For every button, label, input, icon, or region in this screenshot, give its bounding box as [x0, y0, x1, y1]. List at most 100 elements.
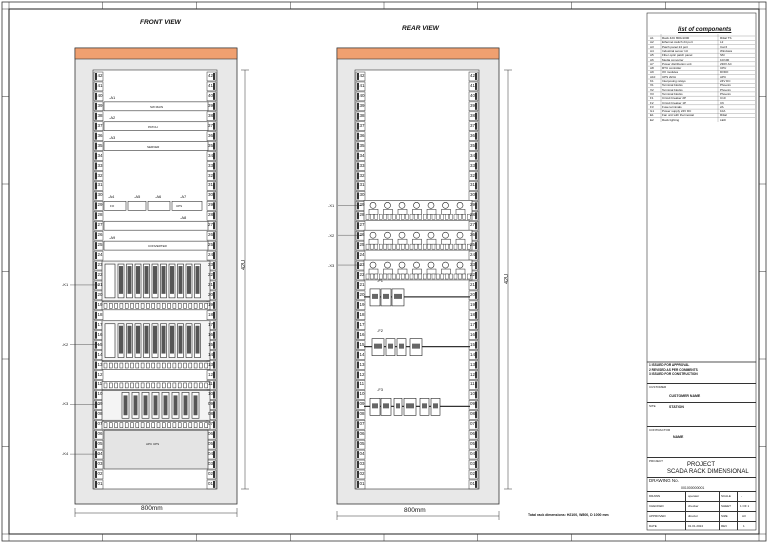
- site-label: SITE: [649, 404, 656, 408]
- front-unit-right: 15: [208, 341, 214, 347]
- front-eq-label: UPS: [176, 204, 183, 209]
- front-tag: -A3: [109, 134, 116, 140]
- rear-unit-left: 16: [359, 331, 365, 337]
- rear-tag: -F2: [377, 327, 383, 333]
- front-tag: -A4: [108, 194, 115, 200]
- rev-label: REV: [721, 524, 728, 528]
- front-eq-label: APC UPS: [146, 442, 160, 447]
- front-unit-right: 22: [208, 272, 214, 277]
- component-spec: C10: [720, 96, 726, 101]
- front-unit-right: 30: [208, 192, 214, 198]
- component-id: A8: [650, 66, 654, 71]
- front-tag: -A1: [109, 94, 116, 100]
- rear-unit-left: 07: [359, 421, 365, 427]
- rear-unit-left: 34: [359, 152, 365, 158]
- scale-label: SCALE: [721, 494, 731, 498]
- rear-unit-right: 04: [470, 451, 476, 457]
- component-desc: Rack lighting: [662, 117, 680, 122]
- front-unit-left: 41: [97, 82, 103, 88]
- component-desc: Terminal blocks: [662, 87, 683, 92]
- rear-unit-right: 17: [470, 321, 476, 327]
- component-desc: Circuit breaker 1P: [662, 100, 687, 105]
- component-id: F1: [650, 96, 654, 101]
- front-tag: -A5: [134, 194, 141, 200]
- rear-unit-right: 38: [470, 112, 476, 118]
- rear-unit-right: 34: [470, 152, 476, 158]
- front-unit-right: 40: [208, 92, 214, 98]
- component-spec: C6: [720, 100, 724, 105]
- component-spec: SM: [720, 53, 725, 58]
- component-desc: Power distribution unit: [662, 61, 692, 66]
- front-unit-left: 18: [97, 311, 103, 317]
- rear-unit-right: 36: [470, 132, 476, 138]
- rear-unit-right: 35: [470, 142, 476, 148]
- front-unit-right: 20: [208, 291, 214, 297]
- front-unit-right: 32: [208, 172, 214, 178]
- front-unit-right: 24: [208, 252, 214, 258]
- rear-unit-right: 39: [470, 102, 476, 108]
- rear-view-title: REAR VIEW: [402, 25, 439, 32]
- drawing-title: SCADA RACK DIMENSIONAL: [667, 469, 749, 475]
- front-unit-right: 28: [208, 212, 214, 218]
- rear-unit-right: 29: [470, 202, 476, 208]
- front-unit-left: 37: [97, 122, 103, 128]
- component-id: A3: [650, 44, 654, 49]
- component-spec: Phoenix: [720, 87, 731, 92]
- rear-unit-left: 13: [359, 361, 365, 367]
- front-unit-left: 34: [97, 152, 103, 158]
- rear-unit-right: 03: [470, 461, 476, 467]
- rear-unit-left: 06: [359, 431, 365, 437]
- front-unit-left: 24: [97, 252, 103, 258]
- front-unit-left: 07: [97, 421, 103, 427]
- rear-unit-left: 01: [359, 480, 365, 486]
- rear-unit-left: 20: [359, 291, 365, 297]
- rear-tag: -X2: [328, 233, 335, 239]
- component-spec: 24V DC: [720, 79, 731, 83]
- rear-unit-left: 40: [359, 92, 365, 98]
- rear-tag: -F3: [377, 387, 383, 393]
- front-unit-left: 16: [97, 331, 103, 337]
- component-id: X2: [650, 87, 654, 92]
- rear-unit-left: 37: [359, 122, 365, 128]
- rear-unit-left: 22: [359, 272, 365, 277]
- front-unit-right: 41: [208, 82, 214, 88]
- rear-unit-left: 36: [359, 132, 365, 138]
- rear-unit-left: 35: [359, 142, 365, 148]
- front-unit-left: 39: [97, 102, 103, 108]
- rear-unit-left: 18: [359, 311, 365, 317]
- rear-unit-right: 10: [470, 391, 476, 397]
- front-side-tag: -K4: [62, 451, 69, 457]
- component-spec: 230V AC: [720, 61, 732, 66]
- revision-entry: 2 REVISED AS PER COMMENTS: [649, 367, 698, 372]
- dimension-lines: [74, 69, 512, 520]
- front-unit-right: 26: [208, 232, 214, 238]
- rear-unit-right: 14: [470, 351, 476, 357]
- rear-unit-left: 38: [359, 112, 365, 118]
- rear-unit-left: 23: [359, 262, 365, 268]
- component-id: A10: [650, 74, 656, 79]
- front-side-tag: -K1: [62, 281, 69, 287]
- rear-unit-left: 41: [359, 82, 365, 88]
- front-unit-right: 17: [208, 321, 214, 327]
- rear-tag: -F1: [377, 277, 383, 283]
- size-value: A3: [742, 514, 746, 518]
- front-unit-right: 03: [208, 461, 214, 467]
- rear-unit-right: 18: [470, 311, 476, 317]
- rear-unit-right: 21: [470, 281, 476, 287]
- component-spec: 10/100: [720, 57, 730, 62]
- front-side-tag: -K2: [62, 341, 69, 347]
- front-unit-left: 29: [97, 202, 103, 208]
- component-desc: Fiber optic patch panel: [662, 53, 693, 58]
- front-eq-label: PATCH: [148, 124, 158, 129]
- component-id: A6: [650, 57, 654, 62]
- front-unit-right: 10: [208, 391, 214, 397]
- front-eq-label: FO: [110, 204, 115, 209]
- front-unit-right: 38: [208, 112, 214, 118]
- components-title: list of components: [678, 27, 732, 33]
- rear-unit-right: 16: [470, 331, 476, 337]
- rear-unit-left: 26: [359, 232, 365, 238]
- front-unit-left: 05: [97, 441, 103, 447]
- drawing-no-label: DRAWING No.: [649, 478, 679, 483]
- component-desc: Media converter: [662, 57, 684, 62]
